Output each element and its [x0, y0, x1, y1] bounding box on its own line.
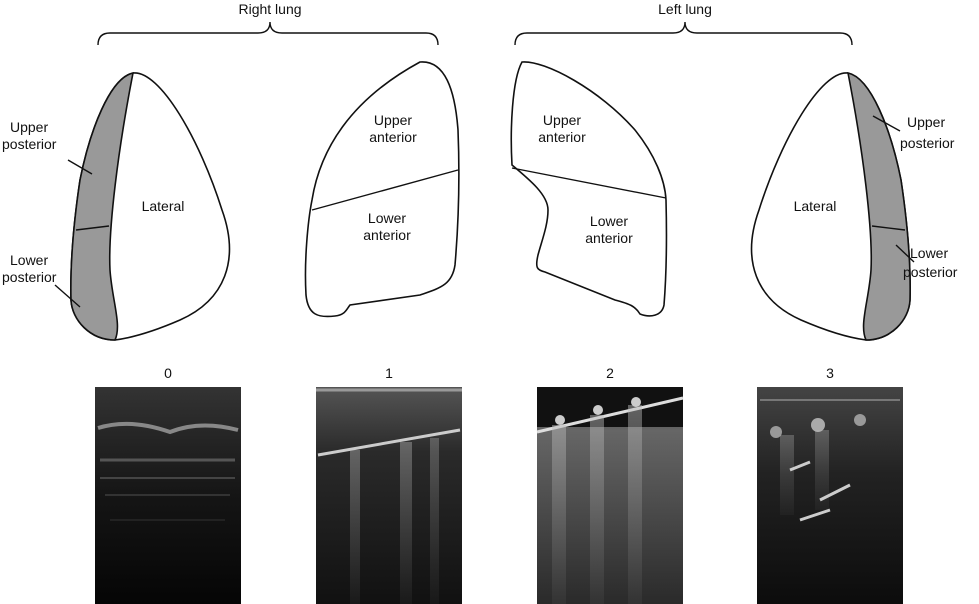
- posterior-zone-left: [846, 71, 911, 341]
- score-label-2: 2: [606, 365, 614, 381]
- ultrasound-image-3: [757, 387, 903, 604]
- ultrasound-image-1: [316, 387, 462, 604]
- zone-label: Upper: [374, 112, 412, 128]
- left-lung-label: Left lung: [658, 1, 712, 17]
- right-lung-anterior-view: Upper anterior Lower anterior: [304, 61, 460, 318]
- zone-label: Lower: [590, 213, 628, 229]
- zone-label: Upper: [10, 119, 48, 135]
- zone-label: Upper: [543, 112, 581, 128]
- zone-label: posterior: [900, 135, 955, 151]
- ultrasound-image-0: [95, 387, 241, 604]
- right-lung-lateral-view: Upper posterior Lower posterior Lateral: [2, 71, 231, 341]
- score-label-0: 0: [164, 365, 172, 381]
- score-label-3: 3: [826, 365, 834, 381]
- left-lung-bracket: [514, 21, 853, 46]
- ultrasound-image-2: [536, 387, 684, 604]
- zone-label: posterior: [2, 136, 57, 152]
- posterior-zone-right: [70, 71, 135, 341]
- zone-label: Lateral: [794, 198, 837, 214]
- zone-label: posterior: [903, 264, 958, 280]
- right-lung-label: Right lung: [238, 1, 301, 17]
- zone-label: anterior: [585, 230, 633, 246]
- zone-label: anterior: [538, 129, 586, 145]
- zone-label: Lower: [368, 210, 406, 226]
- left-lung-lateral-view: Upper posterior Lower posterior Lateral: [750, 71, 958, 341]
- score-label-1: 1: [385, 365, 393, 381]
- zone-label: anterior: [369, 129, 417, 145]
- zone-label: anterior: [363, 227, 411, 243]
- zone-label: Lower: [910, 245, 948, 261]
- zone-label: Upper: [907, 114, 945, 130]
- zone-label: posterior: [2, 269, 57, 285]
- zone-label: Lateral: [142, 198, 185, 214]
- left-lung-anterior-view: Upper anterior Lower anterior: [510, 61, 668, 317]
- right-lung-bracket: [97, 21, 439, 46]
- zone-label: Lower: [10, 252, 48, 268]
